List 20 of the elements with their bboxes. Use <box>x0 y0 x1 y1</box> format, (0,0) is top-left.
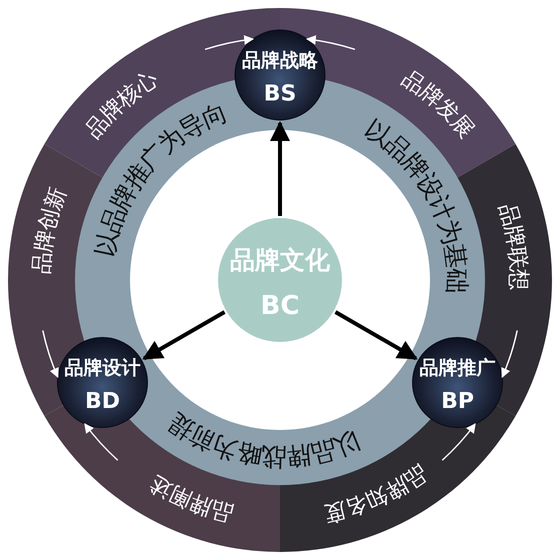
node-label: BS <box>264 81 296 106</box>
arrow <box>142 310 226 360</box>
segment-label: 品牌创新 <box>28 184 72 275</box>
node-label: 品牌推广 <box>420 357 496 380</box>
arrow <box>306 35 356 50</box>
node-label: BC <box>260 291 300 322</box>
node-label: BD <box>84 388 120 414</box>
node-label: 品牌战略 <box>242 50 318 72</box>
arrow <box>501 330 518 378</box>
segment-label: 品牌联想 <box>494 200 532 291</box>
arrow <box>334 310 418 360</box>
arrow <box>270 121 290 216</box>
arrow <box>84 423 118 461</box>
node-label: 品牌设计 <box>64 357 140 380</box>
node-label: 品牌文化 <box>230 246 330 275</box>
arrow <box>204 35 254 50</box>
node-label: BP <box>441 388 474 414</box>
arrow <box>42 330 59 378</box>
arrow <box>442 423 476 461</box>
segment-label: 品牌阐述 <box>145 470 236 526</box>
